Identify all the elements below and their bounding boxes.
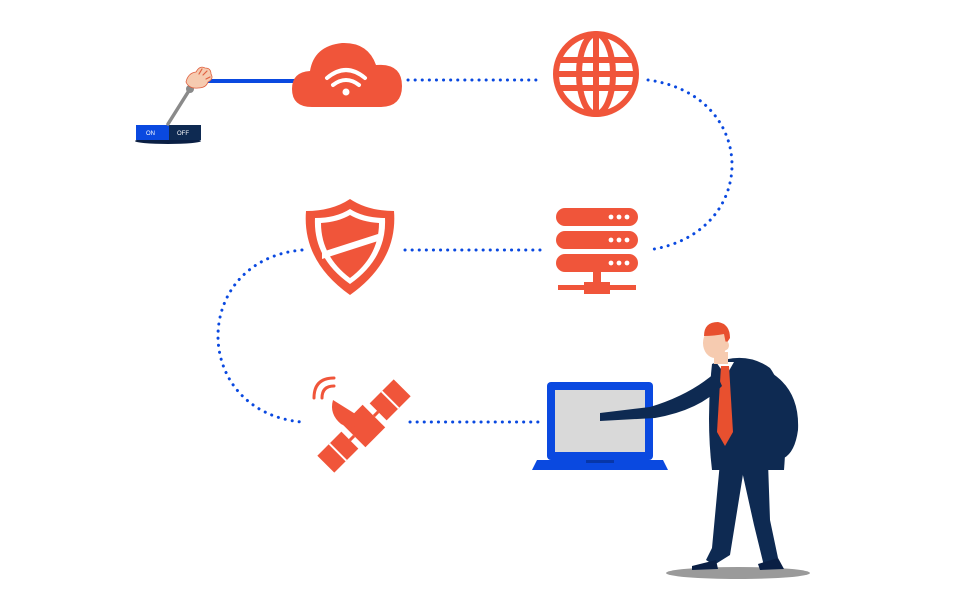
switch-on-label: ON (146, 131, 155, 137)
figure-hair (704, 322, 730, 344)
figure-arm-left (600, 372, 722, 421)
connection-paths (216, 78, 734, 424)
figure-arm-right (770, 372, 799, 458)
switch-off-side[interactable] (169, 125, 201, 140)
figure-ear (724, 341, 729, 351)
server-stem (593, 272, 601, 284)
switch-on-side[interactable] (136, 125, 169, 140)
path-globe-to-server (646, 78, 734, 252)
path-shield-to-satellite (216, 248, 304, 424)
server-branch-left (558, 285, 584, 290)
server-stack-icon (556, 208, 638, 294)
server-hub (584, 282, 610, 294)
figure-shadow (666, 567, 810, 579)
satellite-icon (312, 376, 411, 473)
switch-lever (166, 87, 192, 126)
server-lights (608, 214, 630, 266)
figure-leg-left (706, 462, 745, 565)
laptop-base (532, 460, 668, 470)
satellite-signal (312, 376, 336, 400)
cloud-shape (292, 42, 402, 108)
shield-icon (305, 199, 395, 295)
laptop-icon (532, 382, 668, 470)
power-switch-icon[interactable]: ON OFF (135, 66, 213, 144)
server-unit-1 (556, 208, 638, 226)
hand-fingers (198, 68, 211, 80)
cloud-wifi-icon (292, 42, 402, 108)
server-unit-2 (556, 231, 638, 249)
figure-shoe-right (758, 558, 784, 570)
wifi-dot (342, 88, 350, 96)
figure-leg-right (740, 462, 778, 566)
satellite-dish (332, 400, 365, 428)
switch-off-label: OFF (177, 131, 189, 137)
shield-stripe (322, 234, 378, 259)
globe-icon (553, 31, 639, 117)
server-unit-3 (556, 254, 638, 272)
businessman-figure (600, 322, 810, 579)
figure-shoe-left (692, 560, 718, 570)
server-branch-right (610, 285, 636, 290)
wifi-icon (325, 68, 367, 87)
laptop-trackpad (586, 460, 614, 463)
